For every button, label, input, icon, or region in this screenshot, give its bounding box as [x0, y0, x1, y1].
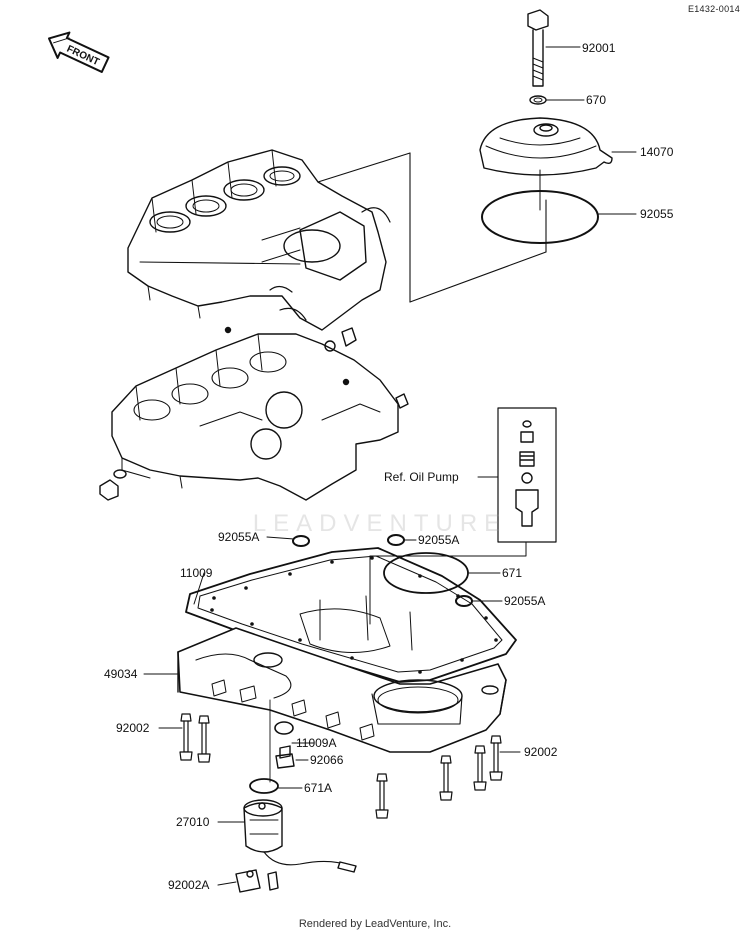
- oring-671A: [249, 778, 279, 794]
- part-label-671: 671: [502, 566, 523, 580]
- leader-lines: [143, 46, 637, 886]
- part-label-92055A-left: 92055A: [218, 530, 260, 544]
- plug-92066: [269, 699, 295, 783]
- footer-credit: Rendered by LeadVenture, Inc.: [298, 918, 452, 930]
- pump-reference-line: [369, 541, 527, 625]
- part-label-49034: 49034: [104, 667, 138, 681]
- part-label-14070: 14070: [640, 145, 674, 159]
- part-label-92066: 92066: [310, 753, 344, 767]
- bolt-92001: [527, 9, 549, 87]
- bracket-92002A: [235, 869, 279, 893]
- ref-oil-pump-label: Ref. Oil Pump: [384, 470, 459, 484]
- part-label-670: 670: [586, 93, 607, 107]
- bolts-92002: [179, 713, 503, 819]
- part-label-92055A-right: 92055A: [504, 594, 546, 608]
- reference-bracket-lines: [317, 152, 547, 303]
- part-label-27010: 27010: [176, 815, 210, 829]
- oil-pipe-fitting: [224, 326, 409, 409]
- part-label-92002A: 92002A: [168, 878, 210, 892]
- seal-92055A-right: [455, 595, 473, 607]
- part-label-92002-left: 92002: [116, 721, 150, 735]
- washer-670: [529, 95, 547, 105]
- oil-pan-49034: [177, 595, 507, 753]
- seal-92055A-left: [292, 535, 310, 547]
- part-label-671A: 671A: [304, 781, 333, 795]
- lower-crankcase: [111, 333, 399, 501]
- cover-14070: [479, 117, 613, 211]
- part-label-92055: 92055: [640, 207, 674, 221]
- part-label-92055A-mid: 92055A: [418, 533, 460, 547]
- part-label-92001: 92001: [582, 41, 616, 55]
- drain-plug: [99, 469, 127, 501]
- watermark: LEADVENTURE: [252, 510, 508, 537]
- part-label-92002-right: 92002: [524, 745, 558, 759]
- oring-92055: [481, 190, 599, 244]
- washer-11009A: [274, 721, 294, 735]
- sensor-27010: [243, 799, 357, 873]
- part-label-11009A: 11009A: [296, 736, 337, 750]
- part-label-11009: 11009: [180, 566, 213, 580]
- oil-pump-reference: [477, 407, 557, 543]
- front-arrow-icon: FRONT: [47, 31, 110, 73]
- upper-crankcase: [127, 149, 391, 331]
- oring-671: [383, 552, 469, 594]
- figure-reference-code: E1432-0014: [687, 4, 740, 14]
